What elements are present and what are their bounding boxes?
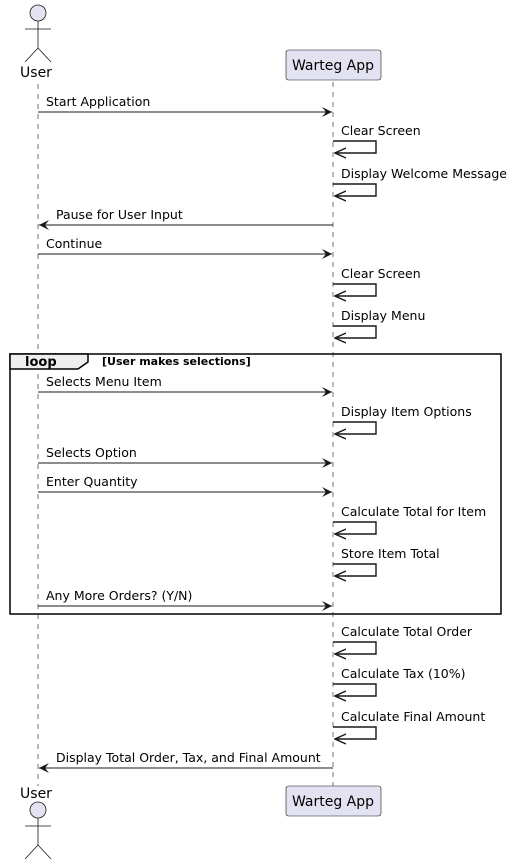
self-message-arrow [333,421,377,434]
message-3: Display Welcome Message [333,166,507,196]
message-7: Display Menu [333,308,425,338]
self-message-arrow [333,641,377,654]
loop-tag-label: loop [25,355,57,370]
self-message-arrow [333,683,377,696]
message-15: Calculate Total Order [333,624,473,654]
self-message-arrow [333,325,377,338]
self-message-arrow [333,563,377,576]
message-1: Start Application [38,94,332,117]
message-label: Display Menu [341,308,425,323]
message-5: Continue [38,236,332,259]
message-label: Selects Option [46,445,137,460]
message-14: Any More Orders? (Y/N) [38,588,332,611]
actor-user-bottom: User [20,786,52,860]
message-11: Enter Quantity [38,474,332,497]
message-17: Calculate Final Amount [333,709,485,739]
message-label: Display Total Order, Tax, and Final Amou… [56,750,321,765]
message-2: Clear Screen [333,123,421,153]
loop-tag-box [9,353,89,370]
actor-user-top: User [20,4,52,81]
message-label: Calculate Tax (10%) [341,666,466,681]
message-16: Calculate Tax (10%) [333,666,466,696]
message-label: Calculate Final Amount [341,709,485,724]
actor-user-label-bottom: User [20,786,52,802]
message-label: Pause for User Input [56,207,183,222]
message-12: Calculate Total for Item [333,504,486,534]
loop-condition: [User makes selections] [102,355,251,368]
message-4: Pause for User Input [39,207,333,230]
self-message-arrow [333,140,377,153]
actor-user-label: User [20,65,52,81]
message-label: Continue [46,236,103,251]
message-18: Display Total Order, Tax, and Final Amou… [39,750,333,773]
message-13: Store Item Total [333,546,440,576]
participant-app-label: Warteg App [292,58,374,74]
loop-frame [9,353,502,615]
message-label: Enter Quantity [46,474,138,489]
message-label: Start Application [46,94,150,109]
participant-app-bottom: Warteg App [285,785,382,817]
loop-fragment: loop [User makes selections] [9,353,502,615]
message-label: Store Item Total [341,546,440,561]
message-label: Display Item Options [341,404,472,419]
participant-app-label-bottom: Warteg App [292,794,374,810]
message-label: Display Welcome Message [341,166,507,181]
message-label: Calculate Total Order [341,624,473,639]
message-label: Clear Screen [341,266,421,281]
actor-stickman-icon [24,801,52,860]
message-label: Clear Screen [341,123,421,138]
participant-app-top: Warteg App [285,49,382,81]
message-10: Selects Option [38,445,332,468]
self-message-arrow [333,283,377,296]
message-6: Clear Screen [333,266,421,296]
message-label: Any More Orders? (Y/N) [46,588,192,603]
message-8: Selects Menu Item [38,374,332,397]
message-label: Calculate Total for Item [341,504,486,519]
message-9: Display Item Options [333,404,472,434]
self-message-arrow [333,521,377,534]
self-message-arrow [333,183,377,196]
actor-stickman-icon [24,4,52,63]
self-message-arrow [333,726,377,739]
message-label: Selects Menu Item [46,374,162,389]
